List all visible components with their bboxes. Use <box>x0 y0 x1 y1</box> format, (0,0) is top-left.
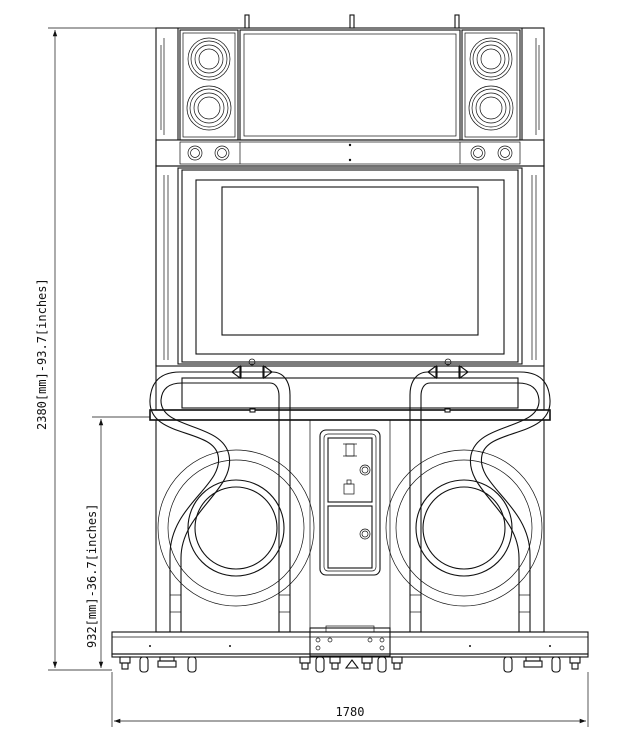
right-upper-speaker-box <box>461 29 521 141</box>
right-handrail <box>409 371 551 632</box>
upper-cabinet <box>155 14 545 411</box>
lower-cabinet <box>155 419 545 633</box>
coin-slot-icon-2 <box>343 479 355 495</box>
left-handrail <box>149 371 291 632</box>
coin-door-panel <box>319 429 381 576</box>
total-height-label: 2380[mm]-93.7[inches] <box>35 278 49 430</box>
seat-height-label: 932[mm]-36.7[inches] <box>85 504 99 649</box>
monitor-screen <box>195 179 505 355</box>
dimension-width: 1780 <box>111 672 589 727</box>
tweeter-strip <box>155 139 545 167</box>
dimension-seat-height: 932[mm]-36.7[inches] <box>85 416 150 668</box>
cabinet-base <box>111 625 589 658</box>
dimension-total-height: 2380[mm]-93.7[inches] <box>35 27 160 671</box>
left-upper-speaker-box <box>179 29 239 141</box>
coin-slot-icon-1 <box>343 443 357 457</box>
base-feet <box>119 656 581 673</box>
front-shelf <box>149 377 551 421</box>
right-woofer <box>385 449 543 607</box>
left-woofer <box>157 449 315 607</box>
monitor-housing <box>155 165 545 367</box>
width-label: 1780 <box>336 705 365 719</box>
